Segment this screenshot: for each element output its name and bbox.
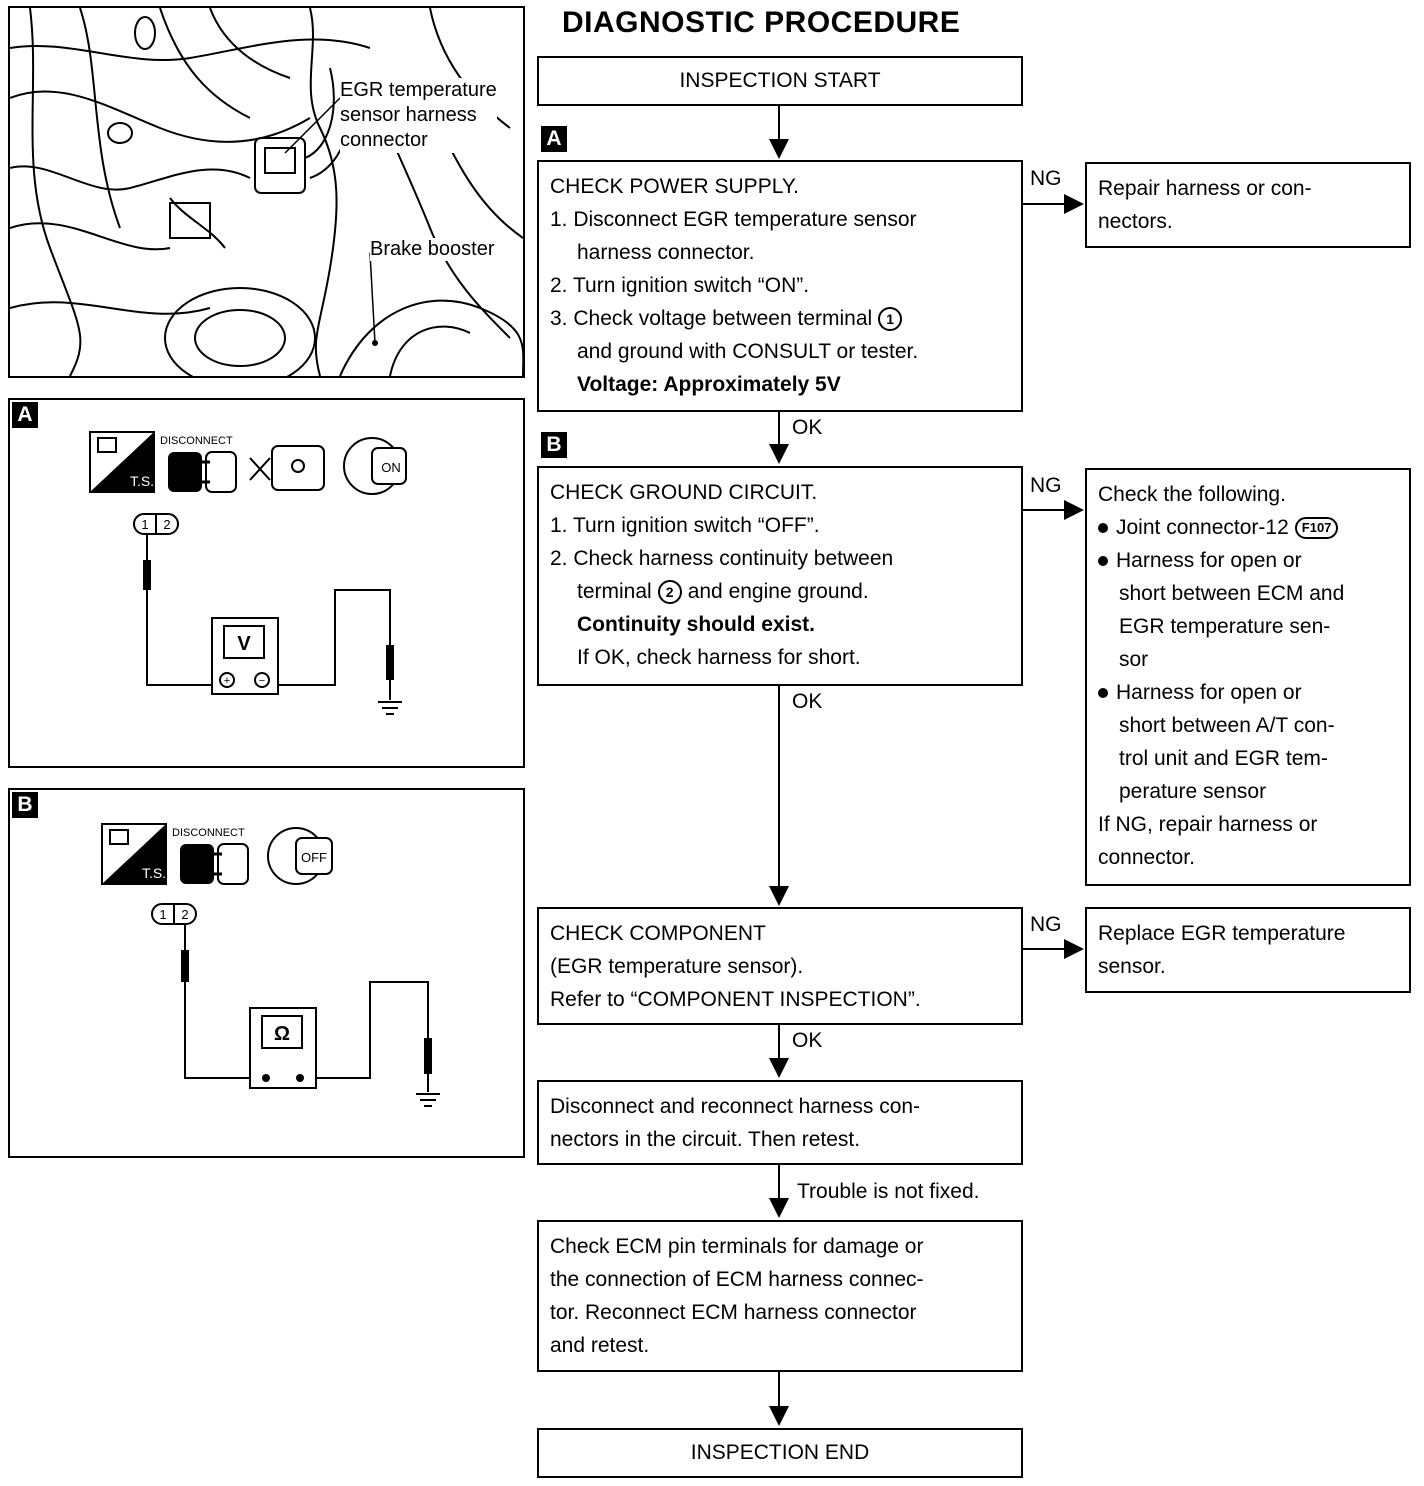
svg-text:−: −	[259, 675, 265, 687]
bullet-icon	[1098, 523, 1108, 534]
step2-ng-label: NG	[1030, 474, 1062, 497]
step2-title: CHECK GROUND CIRCUIT.	[550, 481, 818, 504]
inspection-end-label: INSPECTION END	[690, 1441, 870, 1464]
egr-connector-callout-3: connector	[340, 129, 428, 151]
disconnect-icon	[180, 843, 249, 885]
svg-text:+: +	[224, 675, 230, 687]
replace-sensor-box: Replace EGR temperature sensor.	[1085, 907, 1411, 993]
step3-ok-label: OK	[792, 1029, 823, 1052]
svg-text:1: 1	[159, 907, 166, 922]
voltmeter-symbol: V	[237, 633, 251, 655]
ts-icon: T.S.	[89, 431, 155, 493]
panel-b-tag: B	[12, 792, 38, 818]
engine-photo-panel: EGR temperature sensor harness connector…	[8, 6, 525, 378]
continuity-spec: Continuity should exist.	[577, 613, 816, 636]
ignition-key-on-icon: ON	[343, 437, 407, 495]
sensor-connector: 1 2	[133, 513, 179, 535]
panel-b-diagram: T.S. DISCONNECT OFF 1 2	[101, 823, 440, 1107]
trouble-not-fixed-label: Trouble is not fixed.	[797, 1180, 980, 1203]
panel-a: A T.S. DISCONNECT ON 1	[8, 398, 525, 768]
ground-symbol	[416, 1093, 440, 1107]
inspection-start-label: INSPECTION START	[679, 69, 881, 92]
terminal-1-marker: 1	[878, 307, 903, 332]
check-ground-circuit-box: CHECK GROUND CIRCUIT. 1. Turn ignition s…	[537, 466, 1023, 686]
ts-icon-label: T.S.	[142, 865, 166, 881]
brake-booster-callout: Brake booster	[370, 238, 495, 261]
sensor-connector: 1 2	[151, 903, 197, 925]
repair-harness-box: Repair harness or con- nectors.	[1085, 162, 1411, 248]
engine-icon	[249, 445, 325, 491]
key-on-label: ON	[381, 460, 401, 475]
svg-text:1: 1	[141, 517, 148, 532]
step1-ng-label: NG	[1030, 167, 1062, 190]
reconnect-harness-box: Disconnect and reconnect harness con- ne…	[537, 1080, 1023, 1165]
disconnect-icon	[168, 451, 237, 493]
voltmeter: V + −	[211, 617, 279, 695]
check-power-supply-box: CHECK POWER SUPPLY. 1. Disconnect EGR te…	[537, 160, 1023, 412]
disconnect-icon-label: DISCONNECT	[172, 827, 245, 839]
ts-icon-label: T.S.	[130, 473, 154, 489]
svg-text:2: 2	[163, 517, 170, 532]
panel-a-diagram: T.S. DISCONNECT ON 1 2	[89, 431, 407, 715]
terminal-2-marker: 2	[657, 580, 682, 605]
ts-icon: T.S.	[101, 823, 167, 885]
key-off-label: OFF	[301, 850, 327, 865]
panel-a-tag: A	[12, 402, 38, 428]
svg-text:2: 2	[181, 907, 188, 922]
inspection-start-box: INSPECTION START	[537, 56, 1023, 106]
ohmmeter-symbol: Ω	[274, 1023, 290, 1045]
connector-code-badge: F107	[1294, 517, 1339, 540]
step-a-tag: A	[541, 126, 567, 152]
check-component-box: CHECK COMPONENT (EGR temperature sensor)…	[537, 907, 1023, 1025]
bullet-icon	[1098, 556, 1108, 567]
egr-connector-callout-2: sensor harness	[340, 104, 477, 126]
bullet-icon	[1098, 688, 1108, 699]
ignition-key-off-icon: OFF	[267, 827, 333, 885]
step1-title: CHECK POWER SUPPLY.	[550, 175, 799, 198]
egr-connector-callout-1: EGR temperature	[340, 79, 497, 101]
step1-ok-label: OK	[792, 416, 823, 439]
voltage-spec: Voltage: Approximately 5V	[577, 373, 841, 396]
page-title: DIAGNOSTIC PROCEDURE	[562, 6, 961, 39]
ground-symbol	[378, 701, 402, 715]
ohmmeter: Ω	[249, 1007, 317, 1089]
inspection-end-box: INSPECTION END	[537, 1428, 1023, 1478]
step2-ok-label: OK	[792, 690, 823, 713]
step-b-tag: B	[541, 432, 567, 458]
disconnect-icon-label: DISCONNECT	[160, 435, 233, 447]
panel-b: B T.S. DISCONNECT OFF 1 2	[8, 788, 525, 1158]
step3-ng-label: NG	[1030, 913, 1062, 936]
check-ecm-box: Check ECM pin terminals for damage or th…	[537, 1220, 1023, 1372]
